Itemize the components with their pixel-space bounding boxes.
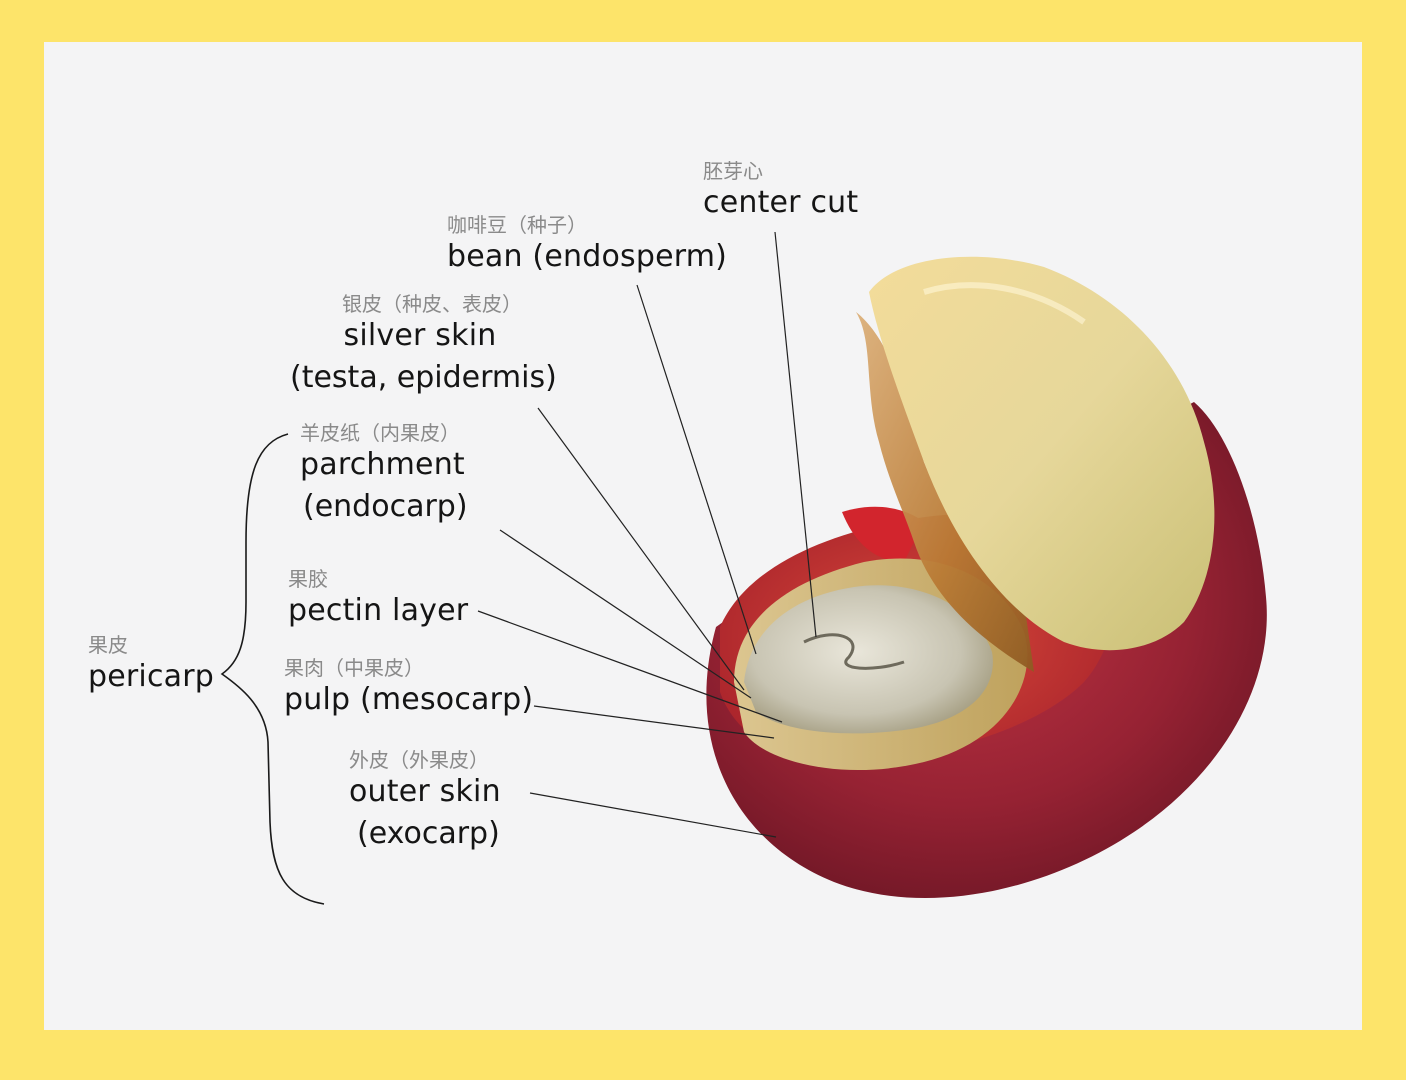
pericarp-brace — [220, 433, 325, 905]
label-outer-skin: 外皮（外果皮） outer skin (exocarp) — [349, 749, 501, 855]
leader-lines — [477, 231, 817, 838]
label-outer-skin-en: outer skin — [349, 774, 501, 809]
coffee-cherry-illustration — [220, 231, 1267, 905]
label-pericarp: 果皮 pericarp — [88, 634, 214, 698]
label-silver-skin-en: silver skin — [343, 318, 497, 353]
label-pectin: 果胶 pectin layer — [288, 568, 468, 632]
label-pectin-en: pectin layer — [288, 593, 469, 628]
bean-endosperm — [869, 256, 1215, 651]
label-silver-skin: 银皮（种皮、表皮） silver skin (testa, epidermis) — [290, 292, 557, 399]
bean-highlight — [923, 282, 1086, 325]
leader-bean — [636, 284, 757, 655]
label-pulp: 果肉（中果皮） pulp (mesocarp) — [284, 657, 533, 721]
diagram-panel: 胚芽心 center cut 咖啡豆（种子） bean (endosperm) … — [44, 42, 1362, 1030]
leader-parchment — [499, 529, 752, 699]
bean-cross-section — [744, 585, 993, 734]
leader-center-cut — [774, 231, 817, 638]
label-center-cut: 胚芽心 center cut — [703, 160, 858, 224]
label-bean: 咖啡豆（种子） bean (endosperm) — [447, 214, 727, 278]
label-center-cut-en: center cut — [703, 185, 859, 220]
label-outer-skin-zh: 外皮（外果皮） — [349, 748, 489, 772]
label-parchment-en2: (endocarp) — [303, 489, 468, 524]
label-silver-skin-en2: (testa, epidermis) — [290, 360, 557, 395]
leader-silver-skin — [537, 407, 745, 691]
label-pericarp-en: pericarp — [88, 659, 215, 694]
label-pectin-zh: 果胶 — [288, 567, 328, 591]
label-parchment-en: parchment — [300, 447, 465, 482]
label-pericarp-zh: 果皮 — [88, 633, 128, 657]
red-flesh — [842, 506, 924, 562]
silver-skin-fringe — [856, 312, 1034, 672]
label-parchment: 羊皮纸（内果皮） parchment (endocarp) — [300, 422, 468, 528]
leader-pectin — [477, 610, 783, 723]
center-cut-line — [803, 633, 905, 670]
label-pulp-en: pulp (mesocarp) — [284, 682, 534, 717]
label-bean-en: bean (endosperm) — [447, 239, 728, 274]
label-center-cut-zh: 胚芽心 — [703, 159, 763, 183]
leader-pulp — [533, 705, 775, 739]
label-parchment-zh: 羊皮纸（内果皮） — [300, 421, 460, 445]
label-pulp-zh: 果肉（中果皮） — [284, 656, 424, 680]
label-bean-zh: 咖啡豆（种子） — [447, 213, 587, 237]
leader-outer-skin — [529, 792, 777, 838]
label-silver-skin-zh: 银皮（种皮、表皮） — [342, 292, 522, 316]
label-outer-skin-en2: (exocarp) — [357, 816, 500, 851]
